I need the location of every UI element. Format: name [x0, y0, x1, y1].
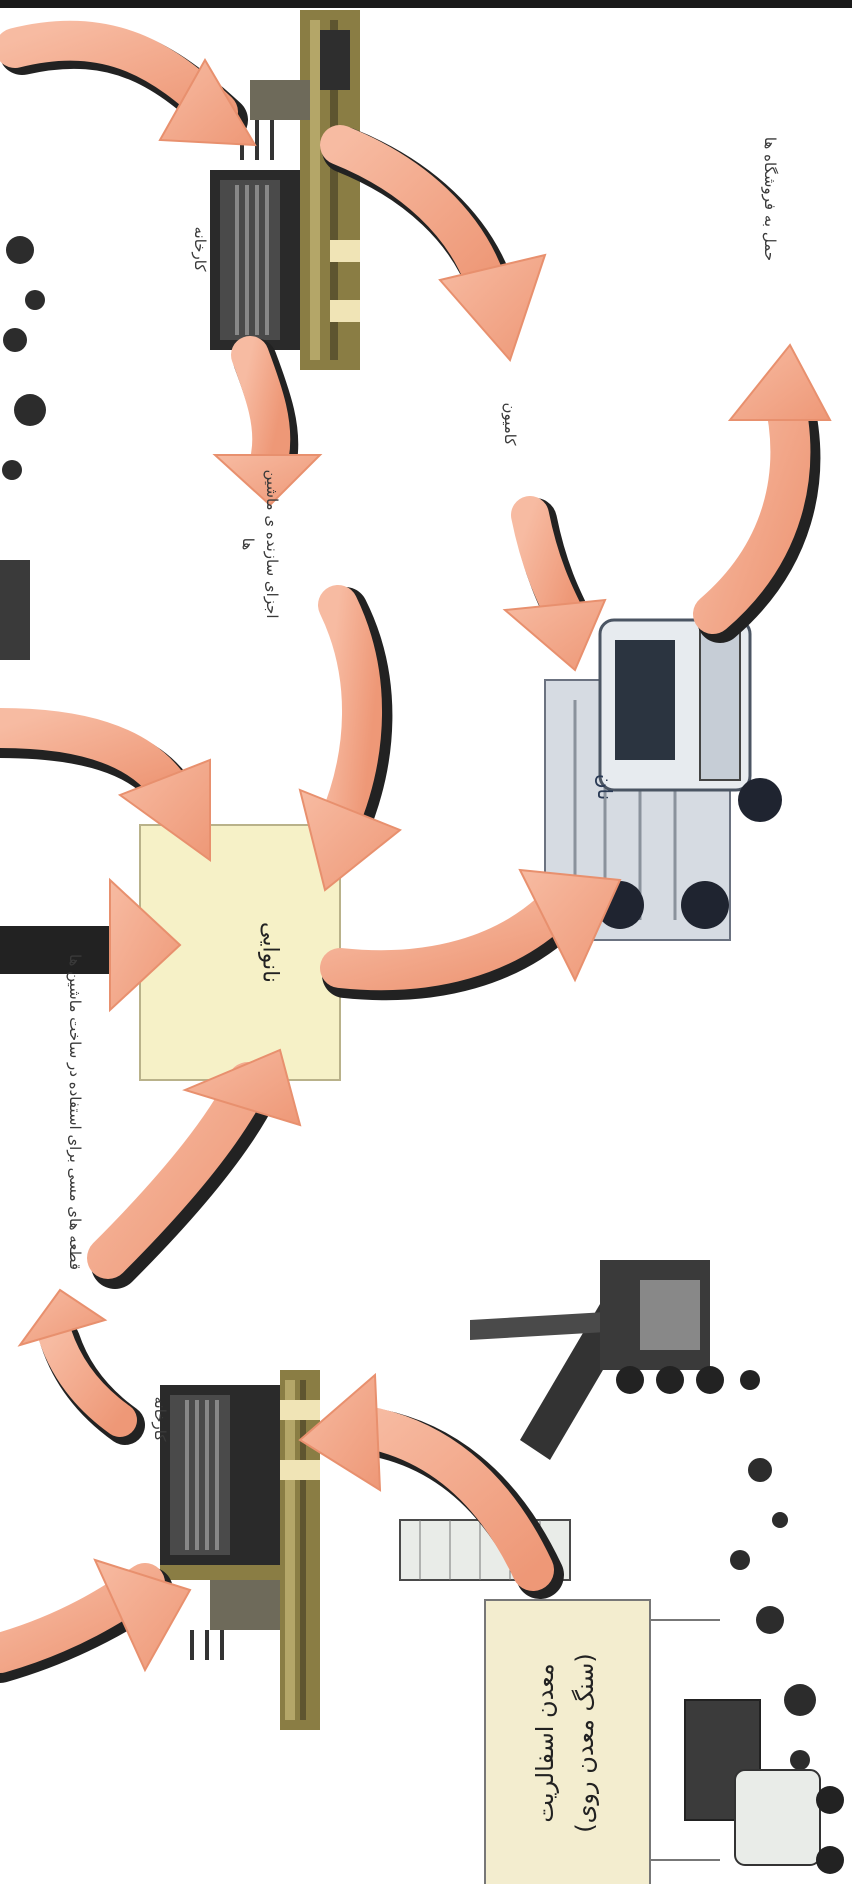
mine-sign-line-1: معدن اسفالریت: [531, 1663, 559, 1823]
caption-shops: حمل به فروشگاه ها: [761, 136, 779, 262]
arrows: [0, 20, 832, 1683]
mine-sign-line-2: (سنگ معدن روی): [571, 1653, 599, 1833]
arrow-mine-to-factory: [298, 1372, 564, 1599]
arrow-factory-to-parts: [212, 336, 323, 507]
excavator: [399, 1260, 760, 1581]
arrow-parts-to-bakery: [298, 585, 402, 892]
arrow-truck-label-to-truck: [502, 496, 607, 672]
arrow-factory-to-bakery: [87, 1048, 302, 1289]
caption-factory-bottom: کارخانه: [151, 1396, 169, 1442]
arrow-curve-top-left: [0, 20, 257, 147]
top-edge-band: [0, 0, 852, 8]
caption-factory-top: کارخانه: [191, 226, 209, 272]
arrow-factory-to-truck: [320, 125, 547, 362]
arrow-left-to-bakery-2: [0, 877, 182, 1013]
mine-sign: [484, 1599, 720, 1884]
bakery-label: نانوایی: [257, 922, 283, 983]
arrow-truck-to-shops: [693, 343, 832, 643]
arrow-bakery-to-truck: [320, 868, 622, 1001]
small-truck: [684, 1699, 844, 1874]
caption-zinc-parts: قطعه های مسی برای استفاده در ساخت ماشین …: [66, 953, 84, 1271]
bread-truck-label: نان: [593, 773, 617, 801]
factory-top: [210, 10, 360, 370]
arrow-left-to-factory: [0, 1558, 192, 1683]
factory-bottom: [160, 1370, 320, 1730]
caption-truck: کامیون: [501, 402, 519, 446]
mine-sign-label: معدن اسفالریت (سنگ معدن روی): [525, 1613, 611, 1873]
caption-machine-parts: اجزای سازنده ی ماشین ها: [239, 469, 281, 619]
arrow-left-to-bakery-1: [0, 708, 211, 862]
arrow-factory-up: [17, 1288, 145, 1445]
rubble-top-left: [0, 236, 46, 660]
bread-truck: [544, 618, 782, 941]
